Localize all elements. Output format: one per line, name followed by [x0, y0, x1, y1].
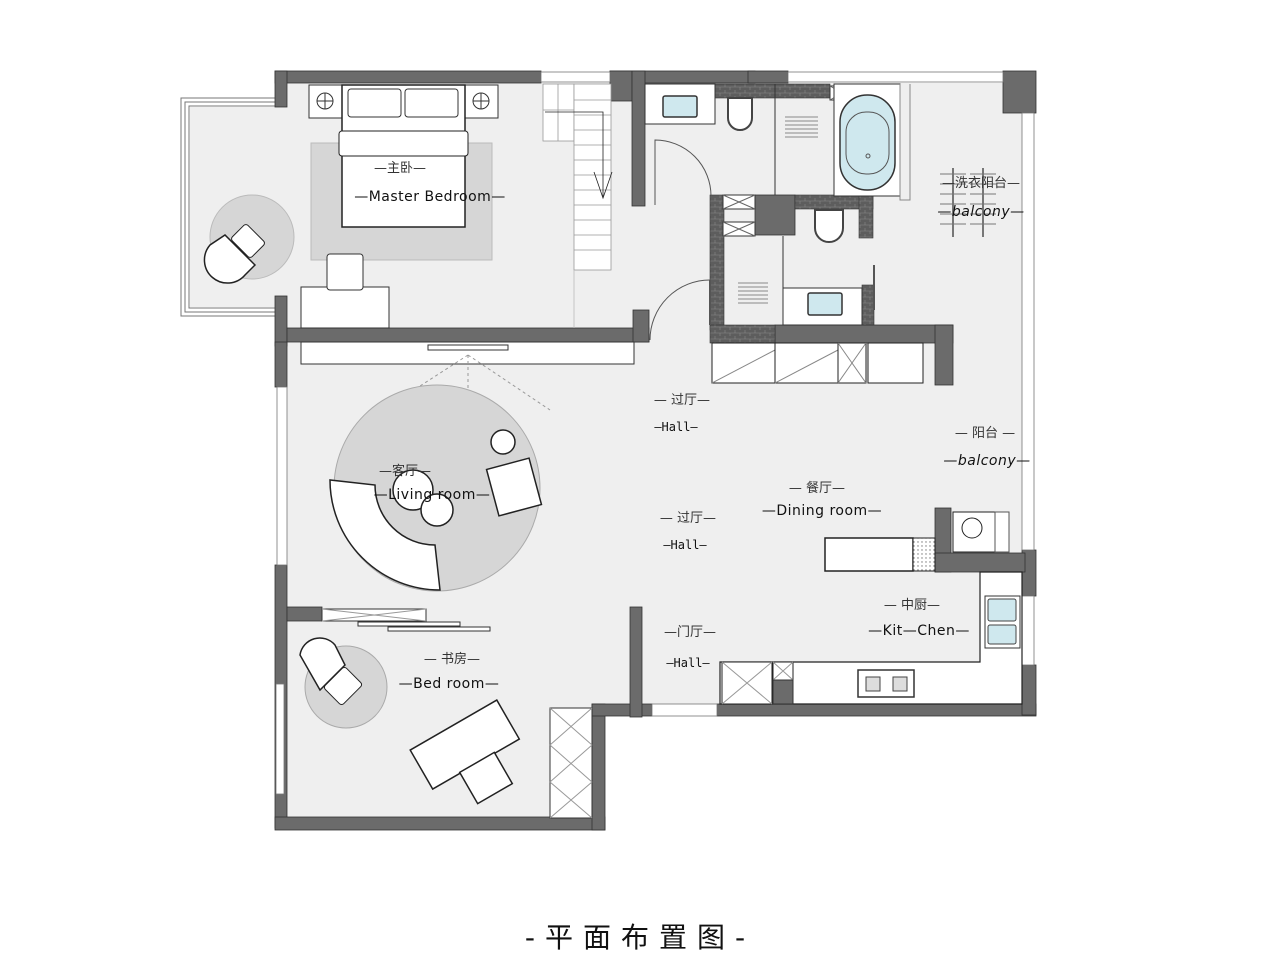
study-cn-label: — 书房— [424, 651, 480, 667]
living-room-en-label: —Living room— [374, 487, 491, 503]
living-room: —客厅— —Living room— [300, 341, 635, 592]
hall-middle-en-label: —Hall— [663, 538, 707, 552]
kitchen: — 中厨— —Kit—Chen— [719, 511, 1023, 705]
sink-1 [662, 95, 698, 118]
tv [427, 344, 509, 351]
entry-hall-en-label: —Hall— [666, 656, 710, 670]
master-bedroom-en-label: —Master Bedroom— [354, 189, 506, 205]
nightstand-right [464, 84, 499, 119]
coffee-table-2 [420, 493, 454, 527]
study: — 书房— —Bed room— [299, 637, 593, 819]
study-en-label: —Bed room— [399, 676, 500, 692]
balcony-east-cn-label: — 阳台 — [955, 426, 1015, 441]
bay-window [180, 97, 276, 317]
kitchen-en-label: —Kit—Chen— [868, 623, 970, 639]
master-bedroom-cn-label: —主卧— [374, 161, 426, 176]
hall-middle-cn-label: — 过厅— [660, 511, 716, 526]
dining-island [824, 537, 914, 572]
lounge-chair [203, 234, 257, 284]
study-chair [458, 751, 514, 805]
desk [300, 286, 390, 329]
sink-2 [807, 292, 843, 316]
staircase [542, 83, 613, 328]
dining-room-cn-label: — 餐厅— [789, 480, 845, 496]
kitchen-cn-label: — 中厨— [884, 598, 940, 613]
shower-drain [785, 116, 818, 138]
desk-chair [326, 253, 364, 291]
bathrooms [644, 83, 911, 341]
side-table [490, 429, 516, 455]
laundry-balcony-en-label: —balcony— [937, 204, 1024, 220]
drying-rack [940, 168, 996, 237]
armchair [485, 457, 543, 517]
hall-top-cn-label: — 过厅— [654, 393, 710, 408]
bathtub [839, 94, 896, 191]
kitchen-counter [719, 571, 1023, 705]
master-bedroom: —主卧— —Master Bedroom— [203, 84, 506, 329]
plan-caption: -平面布置图- [524, 921, 756, 954]
laundry-balcony-cn-label: —洗衣阳台— [942, 175, 1020, 191]
living-room-cn-label: —客厅— [379, 463, 431, 479]
toilet-2 [814, 209, 844, 243]
toilet-1 [727, 97, 753, 131]
sliding-door [321, 608, 491, 632]
storage-cabinets [711, 342, 924, 384]
windows [275, 71, 1035, 795]
curved-sofa [329, 479, 441, 591]
dining-room-en-label: —Dining room— [762, 503, 882, 519]
balcony-east-en-label: —balcony— [943, 453, 1030, 469]
coffee-table-1 [392, 469, 434, 511]
hall-top-en-label: —Hall— [654, 420, 698, 434]
entry-hall-cn-label: —门厅— [664, 625, 716, 640]
study-lounge-chair [299, 637, 346, 692]
